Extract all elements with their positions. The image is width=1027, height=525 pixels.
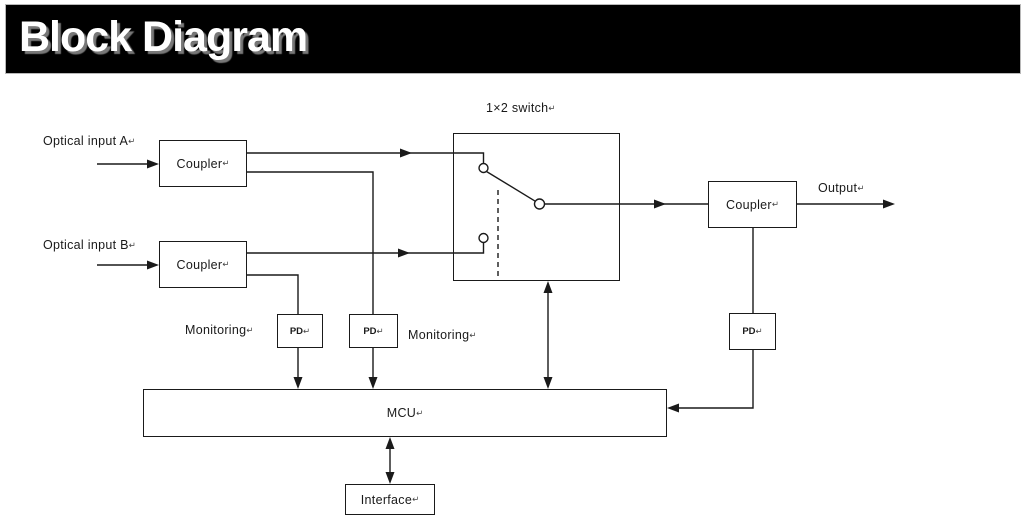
optical-input-b-label: Optical input B↵ <box>43 238 136 252</box>
return-mark: ↵ <box>548 103 556 113</box>
mcu-box: MCU↵ <box>143 389 667 437</box>
title-bar: Block Diagram <box>5 4 1021 74</box>
monitoring-right-text: Monitoring <box>408 328 470 342</box>
optical-input-a-label: Optical input A↵ <box>43 134 135 148</box>
return-mark: ↵ <box>412 494 420 504</box>
page-title: Block Diagram <box>19 12 308 61</box>
pd-out-box: PD↵ <box>729 313 776 350</box>
optical-input-b-text: Optical input B <box>43 238 129 252</box>
coupler-b-label: Coupler <box>176 257 223 272</box>
output-label: Output↵ <box>818 181 864 195</box>
return-mark: ↵ <box>222 259 230 269</box>
return-mark: ↵ <box>128 136 136 146</box>
monitoring-left-label: Monitoring↵ <box>185 323 254 337</box>
coupler-out-label: Coupler <box>726 197 772 212</box>
switch-title-text: 1×2 switch <box>486 101 549 115</box>
return-mark: ↵ <box>469 330 477 340</box>
output-text: Output <box>818 181 858 195</box>
return-mark: ↵ <box>771 199 779 209</box>
return-mark: ↵ <box>857 183 865 193</box>
switch-title-label: 1×2 switch↵ <box>486 101 556 115</box>
optical-input-a-text: Optical input A <box>43 134 129 148</box>
pd-left-label: PD <box>289 325 304 337</box>
mcu-label: MCU <box>386 406 417 420</box>
pd-out-label: PD <box>742 326 756 337</box>
pd-left-box: PD↵ <box>277 314 323 348</box>
return-mark: ↵ <box>246 325 254 335</box>
monitoring-right-label: Monitoring↵ <box>408 328 477 342</box>
pd-mid-box: PD↵ <box>349 314 398 348</box>
switch-box <box>453 133 620 281</box>
return-mark: ↵ <box>376 325 384 336</box>
return-mark: ↵ <box>755 326 763 336</box>
monitoring-left-text: Monitoring <box>185 323 247 337</box>
coupler-a-label: Coupler <box>176 156 223 171</box>
interface-label: Interface <box>360 492 413 507</box>
interface-box: Interface↵ <box>345 484 435 515</box>
return-mark: ↵ <box>303 325 311 336</box>
pd-mid-label: PD <box>363 325 377 337</box>
return-mark: ↵ <box>416 407 424 418</box>
return-mark: ↵ <box>128 240 136 250</box>
coupler-out-box: Coupler↵ <box>708 181 797 228</box>
coupler-b-box: Coupler↵ <box>159 241 247 288</box>
coupler-a-box: Coupler↵ <box>159 140 247 187</box>
return-mark: ↵ <box>222 158 230 168</box>
